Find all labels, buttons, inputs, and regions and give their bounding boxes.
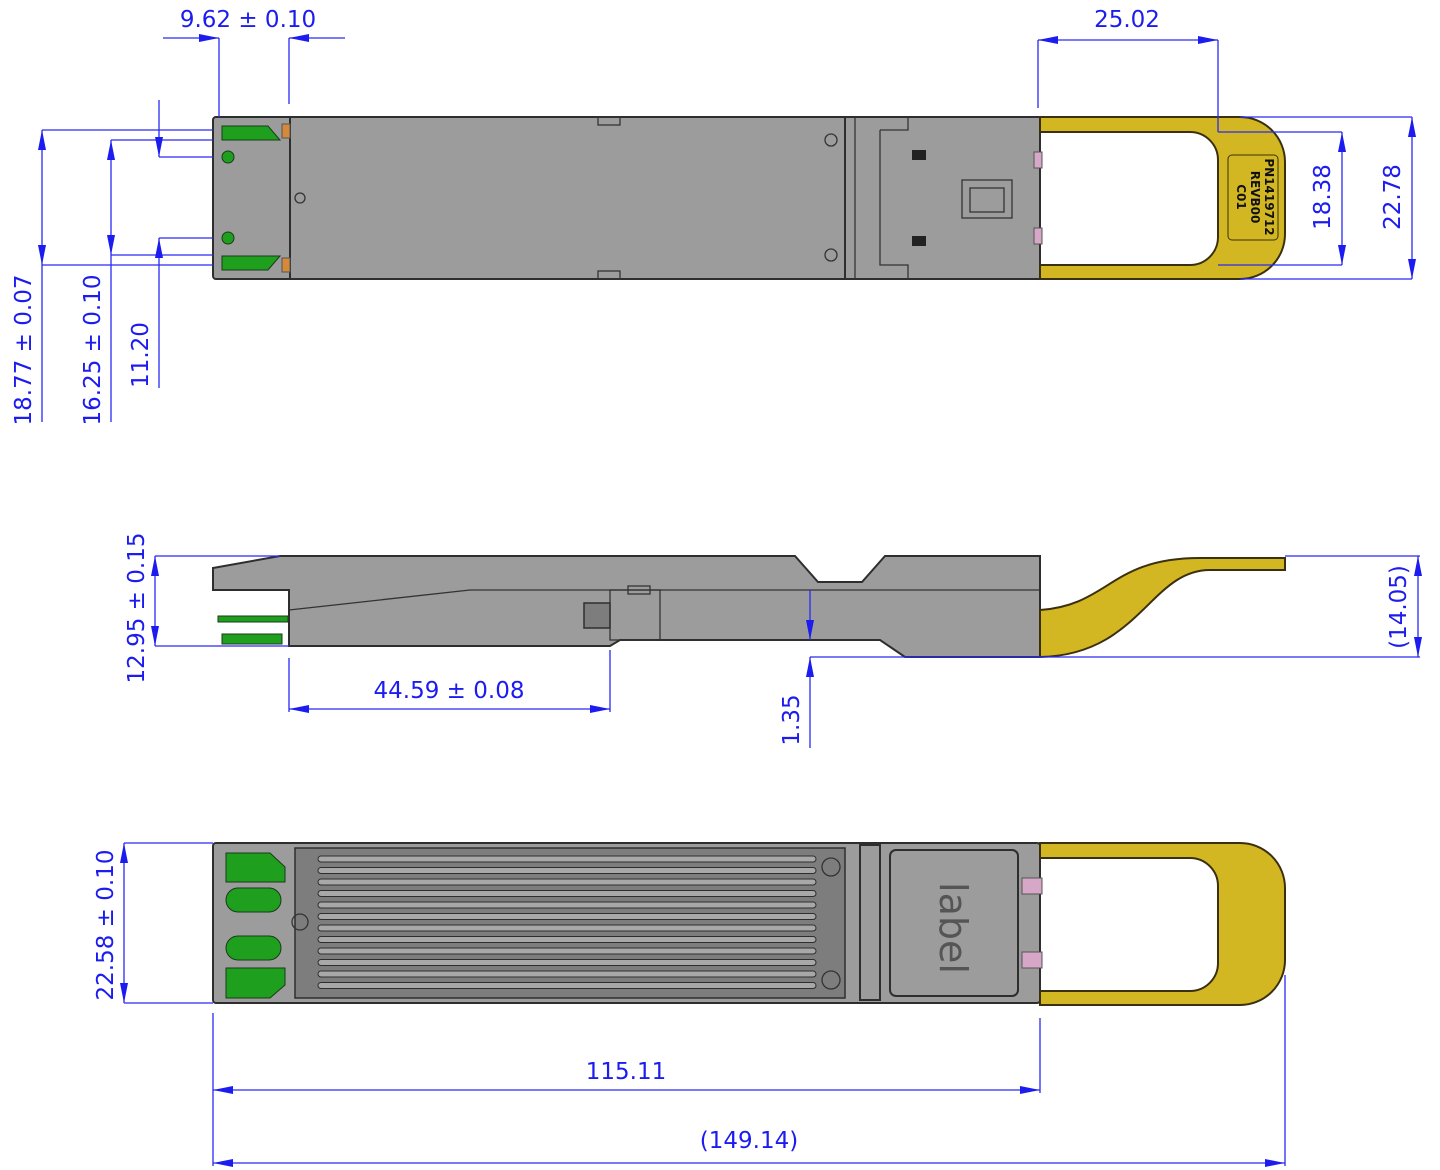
dimension-pcb-length: 44.59 ± 0.08 xyxy=(288,650,611,713)
top-view: PN1419712 REVB00 C01 9.62 ± 0.10 25.02 1… xyxy=(11,7,1416,426)
svg-text:22.78: 22.78 xyxy=(1380,164,1406,230)
svg-text:44.59 ± 0.08: 44.59 ± 0.08 xyxy=(374,678,525,704)
dimension-height: 12.95 ± 0.15 xyxy=(124,533,289,684)
screw-icon xyxy=(824,248,838,262)
housing xyxy=(289,116,846,280)
label-text: label xyxy=(931,882,975,974)
dimension-connector-depth: 9.62 ± 0.10 xyxy=(163,7,345,117)
heatsink-fin xyxy=(317,855,817,863)
dimension-step: 1.35 xyxy=(779,590,1040,748)
heatsink-fin xyxy=(317,970,817,978)
heatsink-fin xyxy=(317,878,817,886)
svg-text:1.35: 1.35 xyxy=(779,694,805,745)
bottom-view: label 22.58 ± 0.10 115.11 (149.14) xyxy=(93,842,1286,1167)
label-area xyxy=(889,849,1019,997)
heatsink-fin xyxy=(317,867,817,874)
svg-text:25.02: 25.02 xyxy=(1094,7,1160,33)
dimension-tab-outer-width: 22.78 xyxy=(1240,116,1416,280)
svg-text:16.25 ± 0.10: 16.25 ± 0.10 xyxy=(80,275,106,426)
side-pull-tab[interactable] xyxy=(1039,557,1286,659)
tab-label xyxy=(1227,154,1279,241)
svg-text:12.95 ± 0.15: 12.95 ± 0.15 xyxy=(124,533,150,684)
dimension-tab-length: 25.02 xyxy=(1037,7,1219,132)
svg-text:18.38: 18.38 xyxy=(1310,164,1336,230)
screw-icon xyxy=(821,970,841,990)
dimension-width-outer: 18.77 ± 0.07 xyxy=(11,129,213,426)
heatsink-fin xyxy=(317,947,817,955)
dimension-overall-length: (149.14) xyxy=(213,975,1286,1167)
svg-text:(149.14): (149.14) xyxy=(700,1128,798,1154)
side-body xyxy=(212,555,1041,658)
svg-text:115.11: 115.11 xyxy=(586,1059,666,1085)
svg-text:18.77 ± 0.07: 18.77 ± 0.07 xyxy=(11,275,37,426)
svg-text:11.20: 11.20 xyxy=(128,322,154,388)
latch-section xyxy=(844,116,1041,280)
heatsink-fin xyxy=(317,924,817,932)
svg-text:9.62 ± 0.10: 9.62 ± 0.10 xyxy=(180,7,316,33)
tab-label-revision: REVB00 xyxy=(1248,171,1262,224)
heatsink-fin xyxy=(317,890,817,897)
heatsink-fin xyxy=(317,982,817,989)
screw-icon xyxy=(821,857,841,877)
heatsink-fin xyxy=(317,959,817,966)
dimension-body-length: 115.11 xyxy=(212,1013,1041,1166)
heatsink-fin xyxy=(317,913,817,920)
dimension-pcb-offset: 11.20 xyxy=(128,100,213,388)
svg-text:(14.05): (14.05) xyxy=(1386,565,1412,649)
dimension-tab-inner-width: 18.38 xyxy=(1218,131,1346,266)
screw-icon xyxy=(824,133,838,147)
heatsink-fin xyxy=(317,901,817,909)
tab-label-code: C01 xyxy=(1234,184,1248,210)
dimension-bottom-width: 22.58 ± 0.10 xyxy=(93,842,213,1004)
dimension-tab-height: (14.05) xyxy=(1040,555,1422,658)
side-view: 12.95 ± 0.15 44.59 ± 0.08 1.35 (14.05) xyxy=(124,533,1422,748)
heatsink-fin xyxy=(317,936,817,943)
bottom-pull-tab[interactable] xyxy=(1039,842,1286,1006)
tab-label-part-number: PN1419712 xyxy=(1262,158,1276,235)
svg-text:22.58 ± 0.10: 22.58 ± 0.10 xyxy=(93,850,119,1001)
